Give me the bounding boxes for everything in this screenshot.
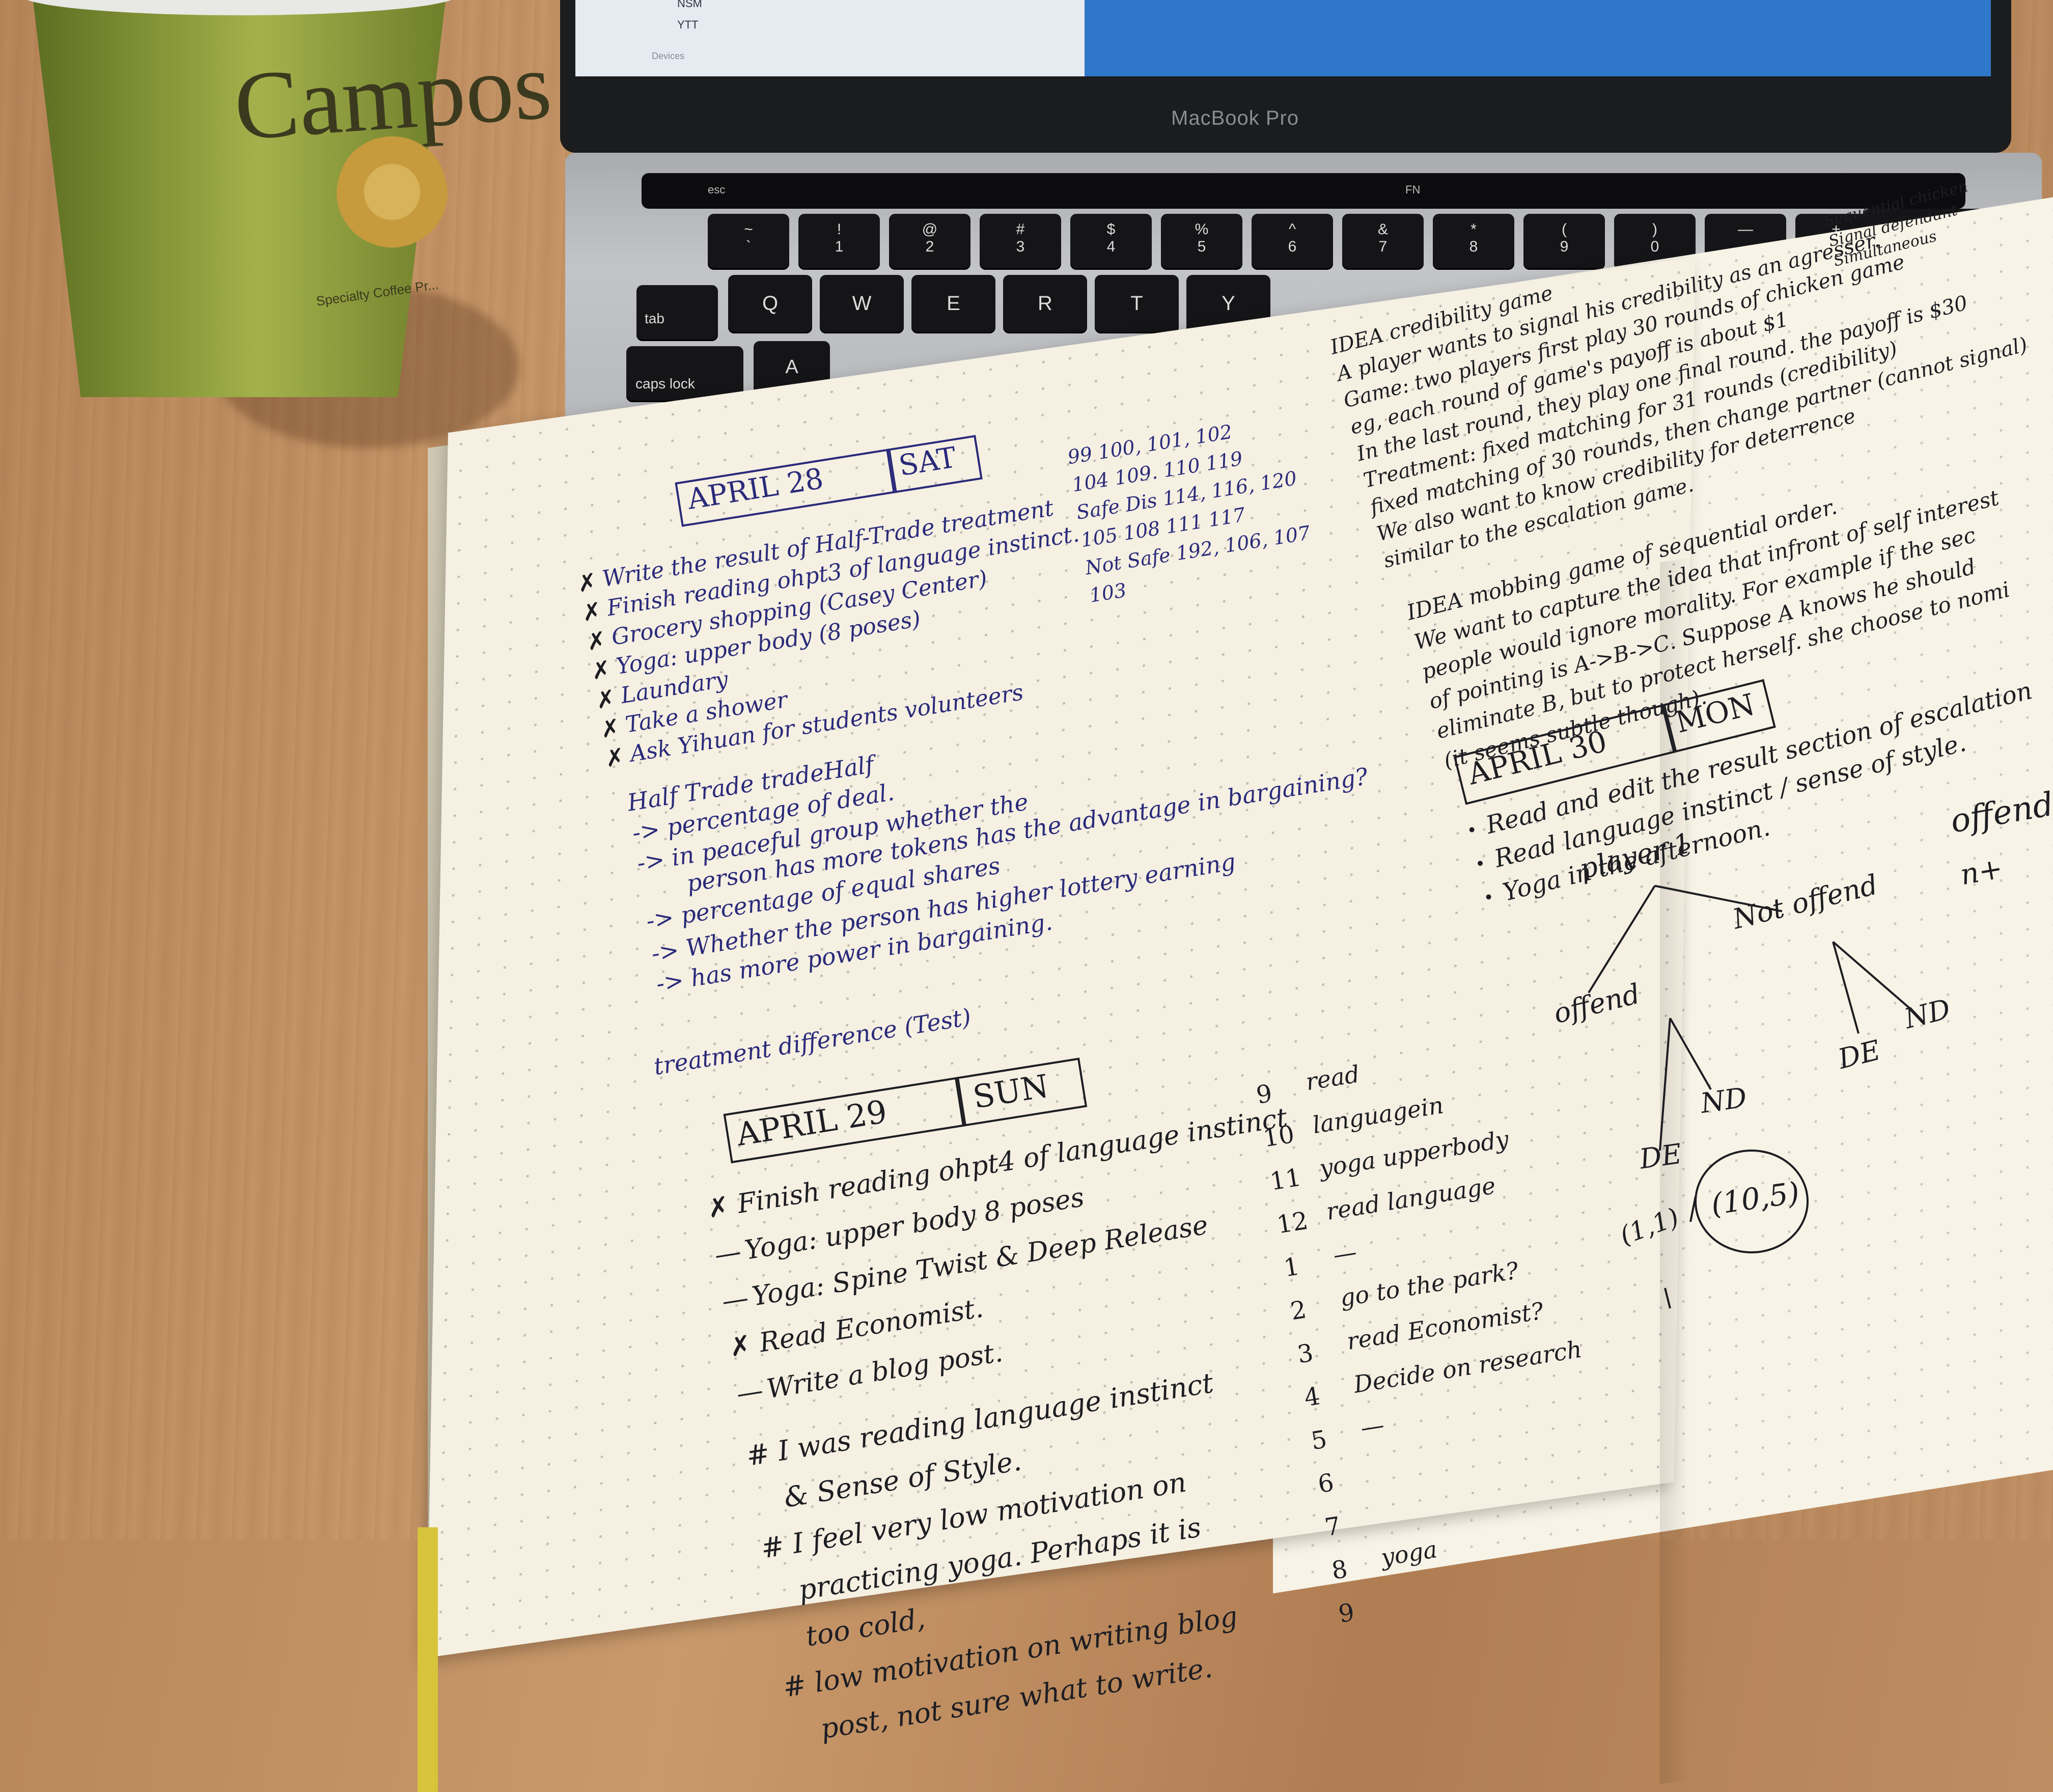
- notebook: APRIL 28 SAT ✗Write the result of Half-T…: [407, 175, 2053, 1792]
- key-digit: 4: [1106, 238, 1116, 255]
- finder-item-nsm[interactable]: NSM: [677, 0, 702, 10]
- tree-leaf-nd-left: ND: [1699, 1081, 1749, 1119]
- touchbar-fn[interactable]: FN: [1405, 183, 1421, 196]
- key-digit: 8: [1469, 238, 1478, 255]
- key-number[interactable]: %5: [1161, 214, 1242, 270]
- key-letter-label: R: [1038, 292, 1052, 315]
- laptop-screen-bezel: NSM YTT Devices MacBook Pro: [560, 0, 2011, 153]
- key-letter-label: Q: [762, 292, 779, 315]
- key-symbol: &: [1377, 221, 1388, 238]
- key-digit: 7: [1378, 238, 1388, 255]
- key-caps-lock[interactable]: caps lock: [626, 346, 743, 402]
- latte-art-logo: [336, 132, 448, 265]
- key-symbol: ): [1652, 221, 1657, 238]
- key-number[interactable]: @2: [889, 214, 970, 270]
- key-digit: `: [746, 238, 751, 255]
- key-digit: 9: [1560, 238, 1569, 255]
- key-letter-label: Y: [1222, 292, 1235, 315]
- key-number[interactable]: *8: [1433, 214, 1514, 270]
- key-digit: 0: [1650, 238, 1659, 255]
- key-letter-label: T: [1130, 292, 1143, 315]
- touchbar-esc[interactable]: esc: [708, 183, 726, 196]
- key-letter[interactable]: R: [1003, 275, 1087, 333]
- key-number[interactable]: !1: [798, 214, 880, 270]
- finder-sidebar: NSM YTT Devices: [575, 0, 1085, 76]
- key-letter[interactable]: T: [1095, 275, 1179, 333]
- key-symbol: (: [1562, 221, 1567, 238]
- finder-item-ytt[interactable]: YTT: [677, 18, 699, 31]
- key-letter[interactable]: W: [820, 275, 904, 333]
- key-digit: 3: [1016, 238, 1025, 255]
- key-symbol: —: [1738, 221, 1753, 238]
- key-symbol: ~: [744, 221, 753, 238]
- key-digit: 5: [1197, 238, 1206, 255]
- key-letter-label: E: [947, 292, 960, 315]
- laptop-brand-label: MacBook Pro: [1171, 107, 1299, 129]
- key-symbol: #: [1016, 221, 1025, 238]
- game-tree-lines: [1588, 885, 1910, 1309]
- key-letter[interactable]: Q: [728, 275, 812, 333]
- coffee-cup: Campos Specialty Coffee Pr...: [20, 0, 554, 417]
- tree-leaf-de-left: DE: [1638, 1137, 1684, 1175]
- key-letter-label: W: [852, 292, 872, 315]
- key-letter[interactable]: E: [911, 275, 995, 333]
- finder-section-devices: Devices: [652, 51, 685, 61]
- key-tab[interactable]: tab: [636, 285, 718, 341]
- key-number[interactable]: (9: [1523, 214, 1605, 270]
- key-number[interactable]: $4: [1070, 214, 1152, 270]
- key-digit: 2: [925, 238, 934, 255]
- key-number[interactable]: &7: [1342, 214, 1424, 270]
- key-symbol: ^: [1288, 221, 1296, 238]
- key-number[interactable]: ^6: [1252, 214, 1333, 270]
- touch-bar[interactable]: esc FN: [642, 173, 1965, 209]
- key-symbol: $: [1106, 221, 1116, 238]
- key-symbol: !: [837, 221, 842, 238]
- key-symbol: %: [1195, 221, 1209, 238]
- key-digit: 6: [1288, 238, 1297, 255]
- key-symbol: @: [922, 221, 938, 238]
- key-number[interactable]: ~`: [708, 214, 789, 270]
- game-tree: player 1 offend Not offend DE ND DE ND (…: [407, 255, 2053, 1578]
- key-number[interactable]: #3: [980, 214, 1061, 270]
- key-digit: 1: [835, 238, 844, 255]
- key-symbol: *: [1471, 221, 1477, 238]
